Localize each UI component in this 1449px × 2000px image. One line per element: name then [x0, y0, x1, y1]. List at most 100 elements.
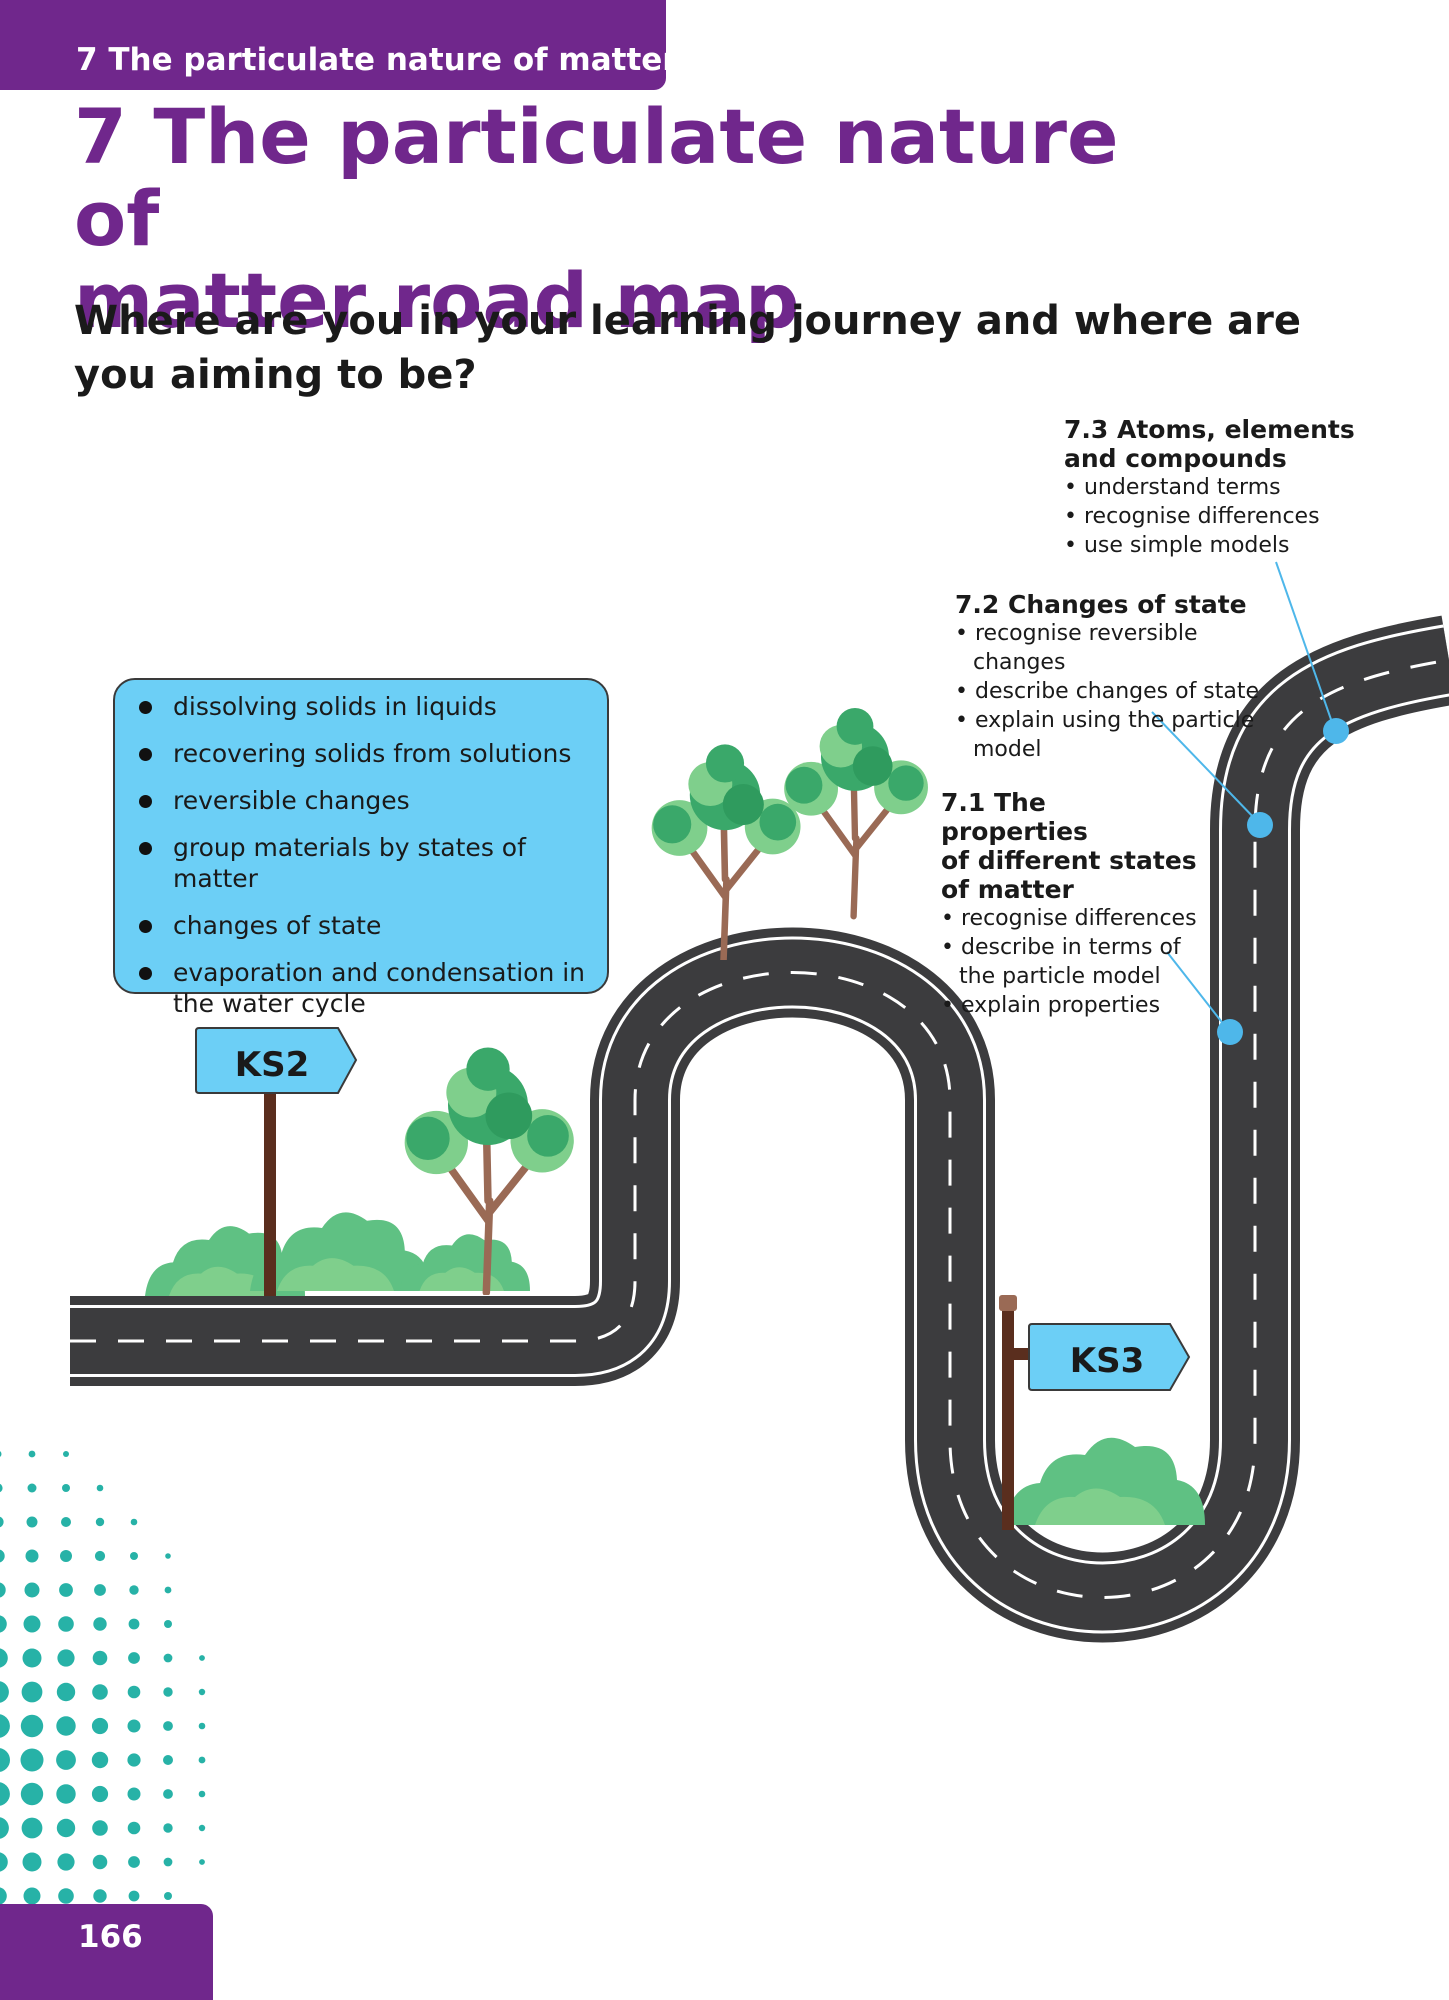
decorative-dot [56, 1716, 76, 1736]
decorative-dot [127, 1787, 141, 1801]
decorative-dot [21, 1681, 43, 1703]
decorative-dot [28, 1450, 36, 1458]
section-7-1-title-line: of matter [941, 875, 1074, 904]
page-title: 7 The particulate nature of matter road … [74, 96, 1174, 342]
decorative-dot [164, 1586, 172, 1594]
decorative-dot [130, 1518, 138, 1526]
decorative-dot [24, 1582, 40, 1598]
decorative-dot [0, 1714, 10, 1738]
marker-7-1 [1217, 1019, 1243, 1045]
decorative-dot [63, 1451, 69, 1457]
decorative-dot [94, 1584, 106, 1596]
chapter-tab-label: 7 The particulate nature of matter [76, 42, 678, 78]
ks2-signpost: KS2 [195, 1027, 358, 1296]
decorative-dot [26, 1516, 38, 1528]
decorative-dot [57, 1649, 75, 1667]
decorative-dot [25, 1549, 39, 1563]
page-number: 166 [78, 1919, 143, 1955]
section-point: use simple models [1064, 531, 1414, 560]
decorative-dot [198, 1824, 206, 1832]
page-title-line-2: matter road map [74, 256, 800, 345]
section-7-3-title-line: and compounds [1064, 444, 1287, 473]
section-7-3-title: 7.3 Atoms, elements and compounds [1064, 415, 1414, 473]
decorative-dot [91, 1717, 109, 1735]
ks2-topic: evaporation and condensation in the wate… [137, 957, 589, 1019]
decorative-dot [94, 1550, 106, 1562]
section-7-1-title: 7.1 The properties of different states o… [941, 788, 1201, 904]
decorative-dot [164, 1892, 172, 1900]
section-7-2-title-line: 7.2 Changes of state [955, 590, 1247, 619]
decorative-dot [92, 1854, 108, 1870]
decorative-dot [56, 1750, 76, 1770]
decorative-dot [163, 1755, 173, 1765]
page-number-tab [0, 1904, 213, 2000]
decorative-dot [59, 1583, 73, 1597]
bushes-ks2 [145, 1212, 530, 1296]
page-subtitle-line-2: you aiming to be? [74, 352, 477, 398]
section-point: recognise differences [1064, 502, 1414, 531]
section-point: explain using the particle model [955, 706, 1285, 764]
decorative-dot [96, 1484, 104, 1492]
decorative-dot [127, 1719, 141, 1733]
ks2-topic-box: dissolving solids in liquids recovering … [113, 678, 609, 1018]
section-7-2-points: recognise reversible changes describe ch… [955, 619, 1285, 764]
decorative-dot [21, 1817, 43, 1839]
section-point: understand terms [1064, 473, 1414, 502]
bushes-ks3 [1005, 1437, 1205, 1525]
section-point: recognise reversible changes [955, 619, 1285, 677]
decorative-dot [95, 1517, 105, 1527]
decorative-dot [130, 1552, 138, 1560]
decorative-dot [198, 1722, 206, 1730]
decorative-dot [60, 1550, 72, 1562]
decorative-dot [92, 1650, 108, 1666]
page-subtitle-line-1: Where are you in your learning journey a… [74, 298, 1302, 344]
decorative-dot [93, 1617, 107, 1631]
decorative-dot [20, 1782, 44, 1806]
decorative-dot [198, 1790, 206, 1798]
section-7-3-points: understand terms recognise differences u… [1064, 473, 1414, 560]
section-7-1-title-line: 7.1 The properties [941, 788, 1088, 846]
decorative-dot [0, 1582, 6, 1598]
section-7-1: 7.1 The properties of different states o… [941, 788, 1201, 1020]
section-7-2-title: 7.2 Changes of state [955, 590, 1285, 619]
decorative-dot [198, 1756, 206, 1764]
decorative-dot [0, 1516, 4, 1528]
decorative-dot [91, 1785, 109, 1803]
decorative-dot [0, 1451, 2, 1457]
decorative-dot [0, 1615, 7, 1633]
decorative-dot [91, 1751, 109, 1769]
decorative-dot [0, 1648, 8, 1668]
ks3-sign-label: KS3 [1070, 1341, 1145, 1381]
decorative-dot [58, 1888, 74, 1904]
ks2-sign-label: KS2 [235, 1045, 310, 1085]
page-title-line-1: 7 The particulate nature of [74, 92, 1119, 263]
ks2-topic: changes of state [137, 910, 589, 941]
decorative-dot [198, 1688, 206, 1696]
decorative-dot [164, 1620, 172, 1628]
section-7-2: 7.2 Changes of state recognise reversibl… [955, 590, 1285, 764]
decorative-dot [0, 1483, 3, 1493]
decorative-dot [92, 1820, 108, 1836]
section-7-1-title-line: of different states [941, 846, 1197, 875]
decorative-dot [0, 1681, 9, 1703]
ks2-topic: reversible changes [137, 785, 589, 816]
decorative-dot [23, 1615, 41, 1633]
marker-7-3 [1323, 718, 1349, 744]
decorative-dot [163, 1823, 173, 1833]
decorative-dot [20, 1748, 44, 1772]
decorative-dot [27, 1483, 37, 1493]
section-point: describe changes of state [955, 677, 1285, 706]
decorative-dot [61, 1517, 71, 1527]
decorative-dot [199, 1655, 205, 1661]
decorative-dot [128, 1618, 140, 1630]
ks2-topic: recovering solids from solutions [137, 738, 589, 769]
decorative-dot [22, 1648, 42, 1668]
decorative-dot [93, 1889, 107, 1903]
decorative-dot [0, 1782, 10, 1806]
decorative-dot [199, 1859, 205, 1865]
ks2-topic: group materials by states of matter [137, 832, 589, 894]
decorative-dot [56, 1784, 76, 1804]
page-subtitle: Where are you in your learning journey a… [74, 294, 1374, 402]
section-point: recognise differences [941, 904, 1201, 933]
